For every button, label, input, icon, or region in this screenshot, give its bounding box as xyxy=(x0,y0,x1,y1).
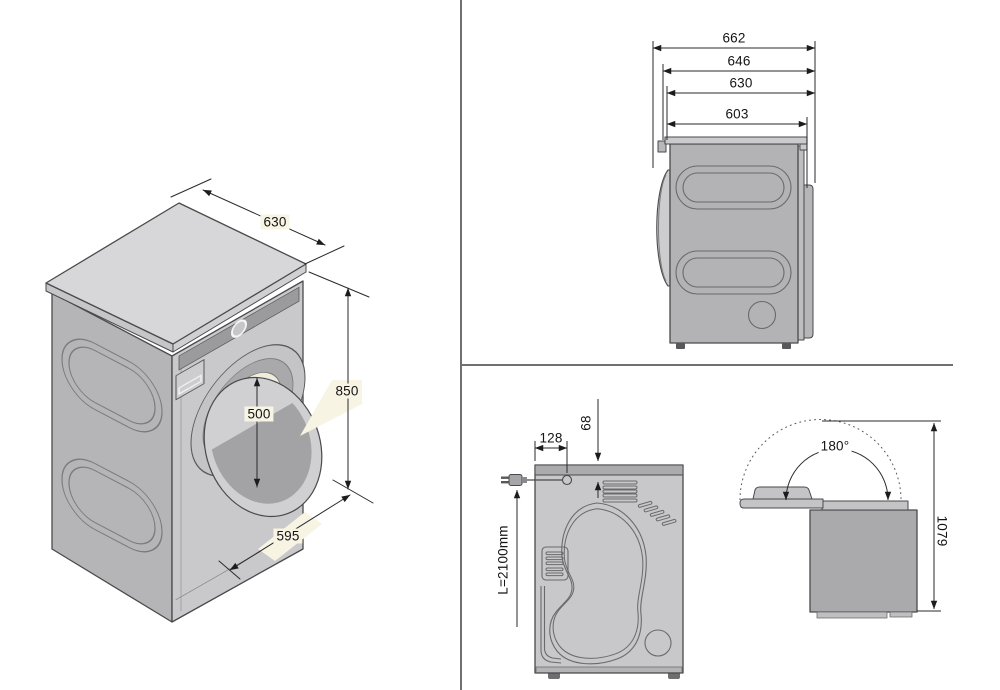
dim-label-side-depth-with-door: 646 xyxy=(727,53,751,69)
dim-label-cord-length: L=2100mm xyxy=(495,525,511,595)
dim-label-iso-depth: 630 xyxy=(260,214,290,230)
panel-side-view xyxy=(652,41,816,349)
dim-label-side-body-depth: 603 xyxy=(725,106,749,122)
power-plug xyxy=(508,474,523,486)
side-hinge-nub xyxy=(657,140,667,153)
swing-base-foot xyxy=(889,611,913,618)
side-embossings xyxy=(675,165,792,330)
side-embossing-2-outer xyxy=(61,458,163,553)
side-body xyxy=(669,143,799,344)
plug-prong xyxy=(501,481,509,484)
iso-side-embossings xyxy=(61,338,163,553)
rear-body xyxy=(534,464,684,674)
rear-top-band xyxy=(534,464,684,476)
panel-rear-view xyxy=(501,399,684,679)
side-foot xyxy=(676,343,685,349)
side-back-spacer xyxy=(803,184,814,339)
panel-door-swing-view xyxy=(739,419,941,619)
open-lid-hump xyxy=(752,486,813,500)
side-lid xyxy=(664,136,808,145)
side-embossing-2-inner xyxy=(68,466,156,545)
ext-line xyxy=(308,271,370,298)
side-pump-circle xyxy=(747,300,777,330)
rear-diagonal-vent xyxy=(637,500,677,526)
duct-outline-outer xyxy=(549,502,647,665)
dim-label-iso-width: 595 xyxy=(273,528,303,544)
program-knob xyxy=(231,319,247,338)
swing-base xyxy=(816,611,888,619)
dim-label-side-top-depth: 630 xyxy=(729,75,753,91)
vertical-divider xyxy=(460,0,462,690)
side-embossing-1-inner xyxy=(68,346,156,425)
dim-label-rear-outlet-offset: 68 xyxy=(578,415,594,431)
plug-prong xyxy=(501,476,509,479)
duct-channel xyxy=(543,586,562,660)
dim-label-side-total-depth: 662 xyxy=(722,30,746,46)
ext-line xyxy=(304,245,345,265)
dim-label-iso-door-diameter: 500 xyxy=(244,406,274,422)
side-back-panel xyxy=(797,145,805,341)
ext-line xyxy=(170,178,212,198)
cord-outlet-circle xyxy=(561,474,573,486)
rear-bottom-band xyxy=(535,666,683,673)
side-dimensions xyxy=(652,41,816,188)
dim-label-iso-height: 850 xyxy=(332,383,362,399)
door-swing-dashed-arc xyxy=(739,419,902,501)
side-foot xyxy=(782,343,791,349)
rear-left-vent-box xyxy=(541,546,569,581)
swing-body-lid xyxy=(821,500,909,511)
dim-label-open-height: 1079 xyxy=(934,515,950,547)
side-lid-lip xyxy=(799,143,808,151)
dim-label-swing-angle: 180° xyxy=(818,438,852,454)
drawer-handle xyxy=(178,374,202,395)
rear-dimensions xyxy=(513,399,602,627)
rear-left-vent xyxy=(545,551,564,577)
swing-body xyxy=(809,509,918,613)
plug-cap xyxy=(522,477,527,483)
open-lid-plate xyxy=(739,498,824,509)
rear-drain-circle xyxy=(644,629,672,657)
side-embossing-1-outer xyxy=(61,338,163,433)
panel-isometric-view xyxy=(45,178,374,623)
rear-top-vent xyxy=(602,480,638,503)
duct-channel xyxy=(540,586,562,664)
rear-internals xyxy=(540,502,672,665)
side-door-edge-inner xyxy=(658,174,667,282)
duct-outline-inner xyxy=(552,508,644,659)
dim-label-rear-cord-offset: 128 xyxy=(539,430,563,446)
swing-dimensions xyxy=(822,420,941,612)
horizontal-divider xyxy=(461,364,953,366)
detergent-drawer xyxy=(175,359,205,401)
ext-line xyxy=(332,479,374,504)
